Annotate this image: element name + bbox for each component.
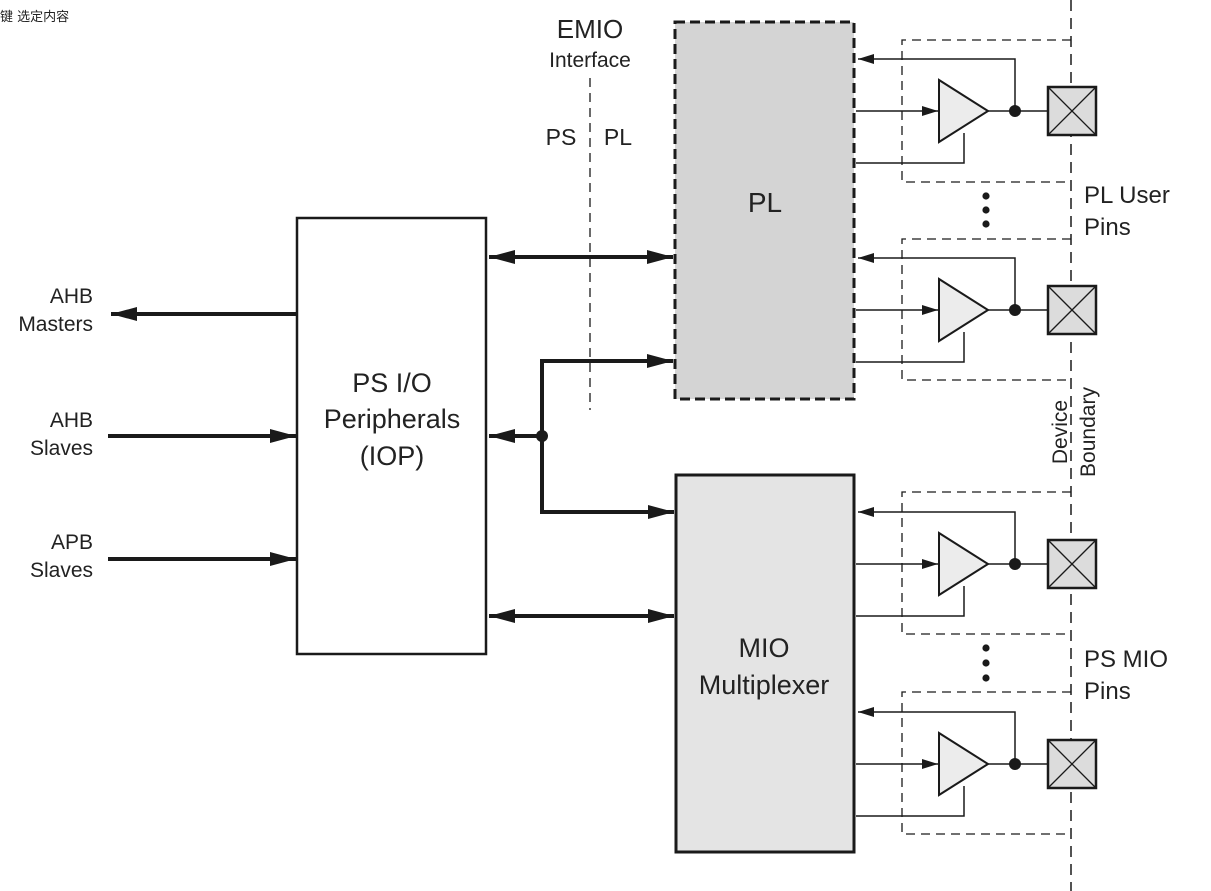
io-cell-2-buffer-triangle xyxy=(938,277,990,343)
emio-subtitle: Interface xyxy=(549,49,631,72)
apb-slaves-label-1: APB xyxy=(51,531,93,554)
io-cell-3-buffer-triangle xyxy=(938,531,990,597)
ahb-slaves-label-1: AHB xyxy=(50,409,93,432)
io-cell-3-node-dot xyxy=(1009,558,1021,570)
device-boundary-label-2: Boundary xyxy=(1077,387,1100,477)
device-boundary-label-1: Device xyxy=(1049,400,1072,464)
pl-user-pins-label-2: Pins xyxy=(1084,214,1131,241)
ps-iop-label-line3: (IOP) xyxy=(360,441,425,471)
ps-iop-block xyxy=(295,216,488,656)
ps-iop-label-line2: Peripherals xyxy=(324,404,461,434)
mio-label-line1: MIO xyxy=(739,633,790,663)
mio-multiplexer-block xyxy=(674,473,856,854)
pl-user-pins-label-1: PL User xyxy=(1084,182,1170,209)
emio-title: EMIO xyxy=(557,14,623,44)
emio-ps-label: PS xyxy=(546,124,577,150)
io-cell-4-node-dot xyxy=(1009,758,1021,770)
bus-junction-dot xyxy=(536,430,548,442)
junction-to-mio-arrow xyxy=(540,436,674,519)
ps-mio-pins-label-2: Pins xyxy=(1084,678,1131,705)
io-cell-4-input-path xyxy=(858,707,1016,764)
apb-slaves-label-2: Slaves xyxy=(30,559,93,582)
ahb-masters-label-1: AHB xyxy=(50,285,93,308)
io-cell-1-buffer-triangle xyxy=(938,78,990,144)
io-cell-2-node-dot xyxy=(1009,304,1021,316)
pl-block xyxy=(673,20,856,401)
io-cell-2-pad-cross-b xyxy=(1047,285,1097,335)
ahb-masters-label-2: Masters xyxy=(18,313,93,336)
mio-label-line2: Multiplexer xyxy=(699,670,830,700)
io-buffer-cells xyxy=(856,39,1098,835)
io-cell-3-enable-path xyxy=(856,586,965,617)
io-cell-3-pad-cross-b xyxy=(1047,539,1097,589)
emio-pl-label: PL xyxy=(604,124,632,150)
pl-block-label: PL xyxy=(748,187,782,218)
io-cell-2-boundary xyxy=(901,238,1071,381)
io-cell-1-enable-path xyxy=(856,133,965,164)
io-cell-4-buffer-triangle xyxy=(938,731,990,797)
io-cell-2-enable-path xyxy=(856,332,965,363)
io-cell-2-input-path xyxy=(858,253,1016,310)
ps-iop-label-line1: PS I/O xyxy=(352,368,432,398)
mio-pins-ellipsis xyxy=(982,644,990,682)
corner-note: 键 选定内容 xyxy=(0,10,70,25)
ahb-slaves-label-2: Slaves xyxy=(30,437,93,460)
io-cell-4-pad-cross-b xyxy=(1047,739,1097,789)
io-cell-4-enable-path xyxy=(856,786,965,817)
ps-mio-pins-label-1: PS MIO xyxy=(1084,646,1168,673)
io-cell-3-boundary xyxy=(901,491,1071,635)
pl-pins-ellipsis xyxy=(982,192,990,228)
junction-to-pl-arrow xyxy=(540,354,673,436)
io-cell-1-pad-cross-b xyxy=(1047,86,1097,136)
io-cell-1-node-dot xyxy=(1009,105,1021,117)
io-cell-3-input-path xyxy=(858,507,1016,564)
io-cell-4-boundary xyxy=(901,691,1071,835)
io-cell-1-input-path xyxy=(858,54,1016,111)
